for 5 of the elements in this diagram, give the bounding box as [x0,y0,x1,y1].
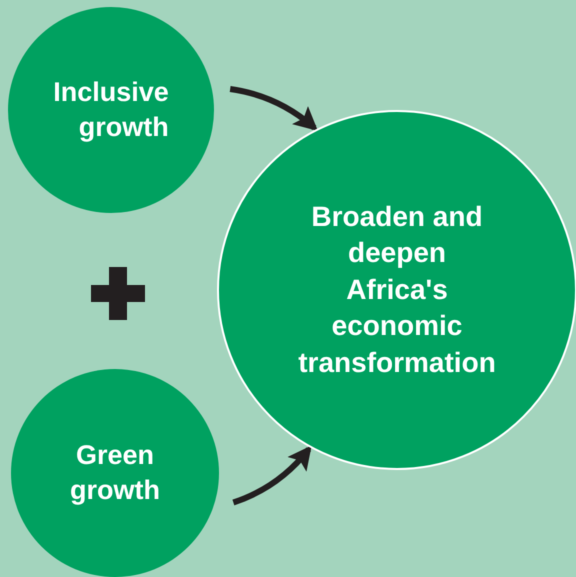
node-text: Inclusive growth [53,76,169,144]
arrow [232,445,312,506]
arrow [230,86,318,131]
node-text: Green growth [70,438,160,507]
node-text: Broaden and deepen Africa's economic transformation [298,200,496,380]
